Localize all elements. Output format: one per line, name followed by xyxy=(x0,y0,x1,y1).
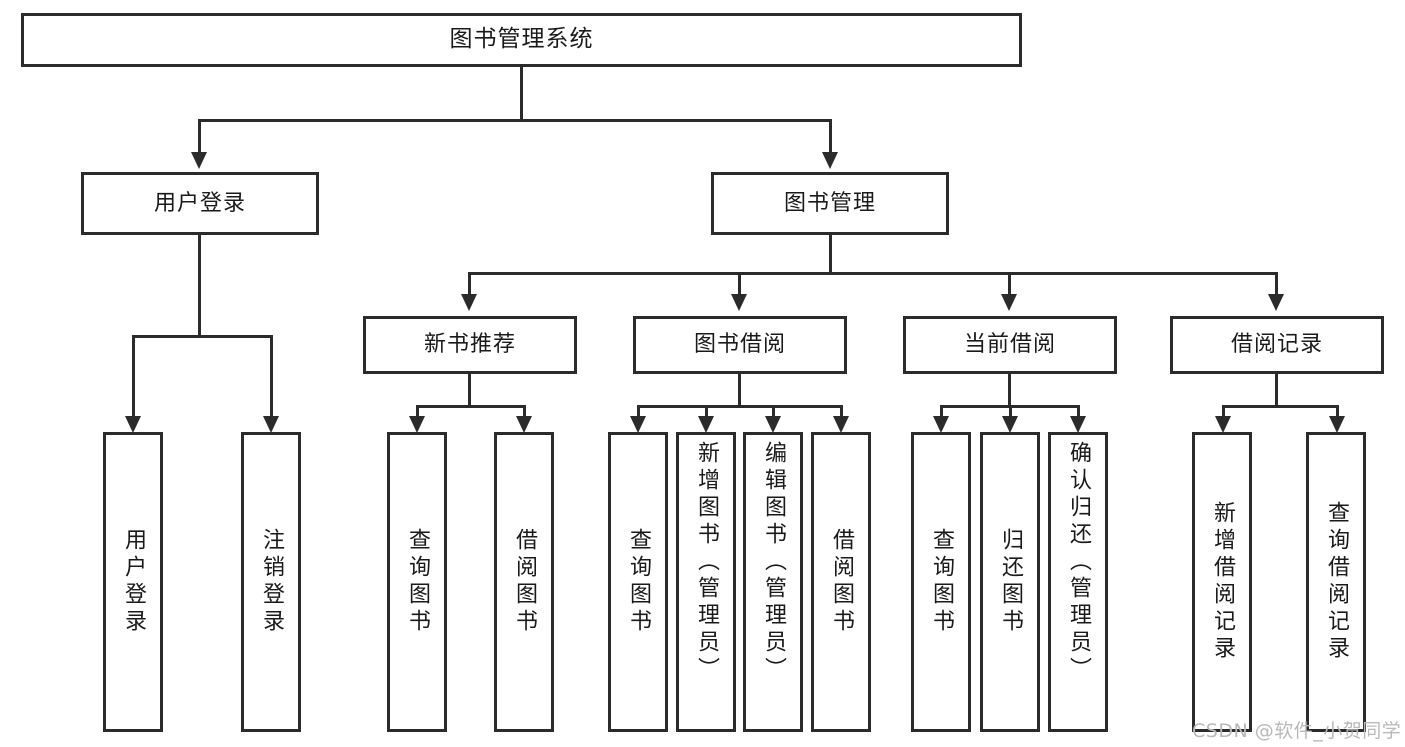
arrow-leaf-user-login xyxy=(125,416,141,433)
node-root-system[interactable]: 图书管理系统 xyxy=(21,13,1022,67)
connector-root-bus xyxy=(198,119,832,122)
watermark-credit: CSDN @软件_小贺同学 xyxy=(1192,720,1402,742)
connector-drop-book-manage xyxy=(829,119,832,156)
connector-user-login-stem xyxy=(198,235,201,335)
connector-borrow-record-bus xyxy=(1222,405,1339,408)
connector-new-book-stem xyxy=(468,374,471,405)
connector-drop-borrow-book-2 xyxy=(840,405,843,419)
connector-new-book-bus xyxy=(416,405,526,408)
connector-root-stem xyxy=(520,67,523,120)
arrow-borrow-book-1 xyxy=(516,416,532,433)
connector-drop-leaf-user-login xyxy=(132,335,135,419)
arrow-query-book-1 xyxy=(409,416,425,433)
connector-book-manage-bus xyxy=(468,272,1278,275)
connector-drop-current-borrow xyxy=(1008,272,1011,297)
connector-book-manage-stem xyxy=(829,235,832,272)
arrow-query-borrow-record xyxy=(1329,416,1345,433)
arrow-query-book-3 xyxy=(933,416,949,433)
arrow-query-book-2 xyxy=(630,416,646,433)
arrow-new-book-recommend xyxy=(461,294,477,311)
connector-book-borrow-stem xyxy=(738,374,741,405)
leaf-add-book-admin[interactable]: 新增图书（管理员） xyxy=(676,432,736,732)
node-user-login[interactable]: 用户登录 xyxy=(81,172,319,235)
leaf-return-book[interactable]: 归还图书 xyxy=(980,432,1040,732)
node-new-book-recommend[interactable]: 新书推荐 xyxy=(363,316,577,374)
connector-drop-edit-book xyxy=(772,405,775,419)
connector-drop-return-book xyxy=(1009,405,1012,419)
connector-drop-query-book-1 xyxy=(416,405,419,419)
arrow-book-borrow xyxy=(731,294,747,311)
connector-drop-add-borrow-record xyxy=(1222,405,1225,419)
arrow-user-login xyxy=(191,152,207,169)
connector-current-borrow-stem xyxy=(1008,374,1011,405)
connector-drop-borrow-record xyxy=(1275,272,1278,297)
leaf-borrow-book-new-recommend[interactable]: 借阅图书 xyxy=(494,432,554,732)
connector-book-borrow-bus xyxy=(637,405,842,408)
leaf-borrow-book-borrow[interactable]: 借阅图书 xyxy=(811,432,871,732)
arrow-book-manage xyxy=(822,152,838,169)
connector-user-login-bus xyxy=(132,335,270,338)
leaf-user-login[interactable]: 用户登录 xyxy=(103,432,163,732)
arrow-return-book xyxy=(1002,416,1018,433)
node-current-borrow[interactable]: 当前借阅 xyxy=(903,316,1117,374)
connector-borrow-record-stem xyxy=(1275,374,1278,405)
leaf-add-borrow-record[interactable]: 新增借阅记录 xyxy=(1192,432,1252,732)
arrow-borrow-book-2 xyxy=(833,416,849,433)
connector-drop-confirm-return xyxy=(1077,405,1080,419)
connector-drop-query-book-3 xyxy=(940,405,943,419)
arrow-add-borrow-record xyxy=(1215,416,1231,433)
leaf-confirm-return-admin[interactable]: 确认归还（管理员） xyxy=(1048,432,1108,732)
arrow-add-book xyxy=(698,416,714,433)
leaf-user-logout[interactable]: 注销登录 xyxy=(241,432,301,732)
leaf-query-book-new-recommend[interactable]: 查询图书 xyxy=(387,432,447,732)
node-borrow-record[interactable]: 借阅记录 xyxy=(1170,316,1384,374)
connector-drop-query-borrow-record xyxy=(1336,405,1339,419)
connector-drop-leaf-user-logout xyxy=(270,335,273,419)
leaf-edit-book-admin[interactable]: 编辑图书（管理员） xyxy=(743,432,803,732)
leaf-query-book-borrow[interactable]: 查询图书 xyxy=(608,432,668,732)
connector-drop-new-book xyxy=(468,272,471,297)
arrow-confirm-return xyxy=(1070,416,1086,433)
arrow-current-borrow xyxy=(1001,294,1017,311)
node-book-manage[interactable]: 图书管理 xyxy=(711,172,949,235)
connector-drop-borrow-book-1 xyxy=(523,405,526,419)
leaf-query-borrow-record[interactable]: 查询借阅记录 xyxy=(1306,432,1366,732)
arrow-leaf-user-logout xyxy=(263,416,279,433)
arrow-borrow-record xyxy=(1268,294,1284,311)
connector-drop-add-book xyxy=(705,405,708,419)
connector-drop-user-login xyxy=(198,119,201,156)
arrow-edit-book xyxy=(765,416,781,433)
leaf-query-book-current[interactable]: 查询图书 xyxy=(911,432,971,732)
connector-drop-query-book-2 xyxy=(637,405,640,419)
connector-drop-book-borrow xyxy=(738,272,741,297)
node-book-borrow[interactable]: 图书借阅 xyxy=(633,316,847,374)
